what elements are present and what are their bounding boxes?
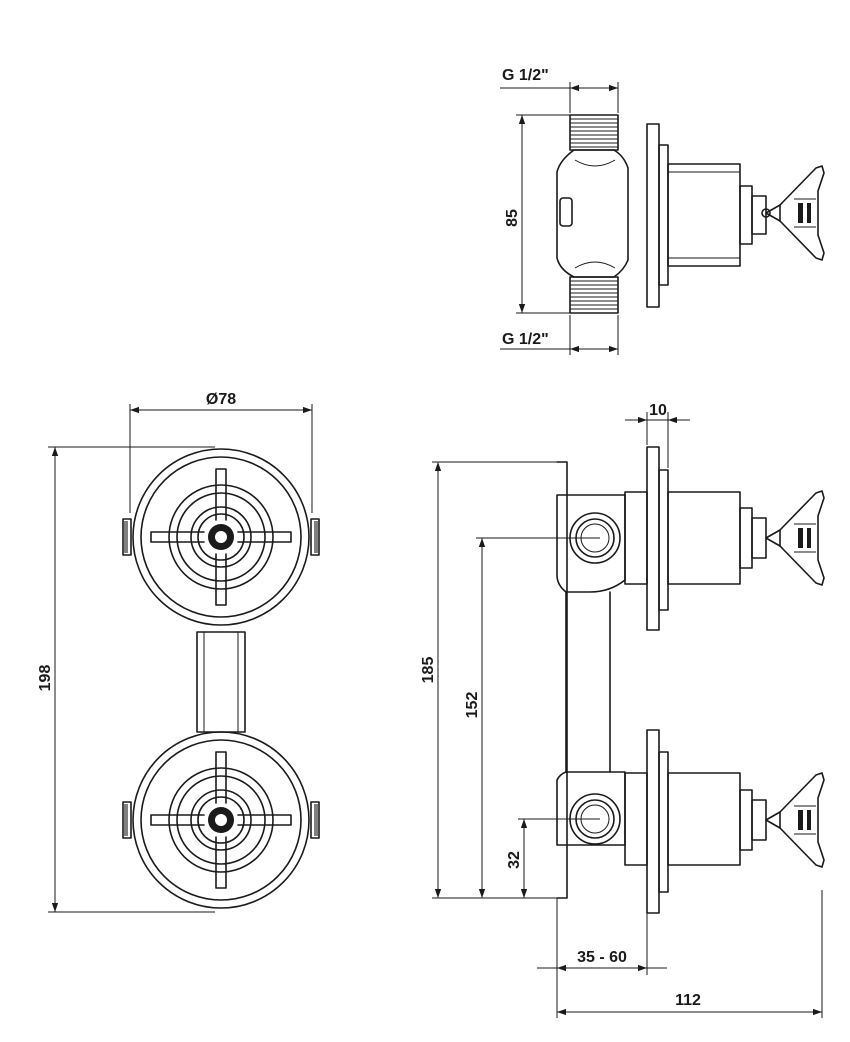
total-depth-label: 112 [675, 992, 701, 1009]
inlet-spacing-label: 152 [464, 692, 481, 719]
wall-offset-label: 10 [649, 402, 667, 419]
thread-top-label: G 1/2" [502, 67, 549, 84]
top-view-dimensions: G 1/2" G 1/2" 85 [500, 67, 619, 355]
side-height-label: 85 [504, 209, 521, 227]
top-side-view [556, 114, 825, 314]
inlet-offset-label: 32 [506, 851, 523, 869]
total-height-label: 198 [37, 665, 54, 692]
front-view [122, 448, 320, 909]
thread-bottom-label: G 1/2" [502, 331, 549, 348]
front-view-dimensions: Ø78 198 [37, 391, 313, 913]
depth-range-label: 35 - 60 [577, 949, 627, 966]
lower-side-view [556, 446, 825, 914]
body-height-label: 185 [420, 657, 437, 684]
lower-view-dimensions: 10 185 152 32 35 - 60 112 [420, 402, 823, 1018]
diameter-label: Ø78 [206, 391, 236, 408]
